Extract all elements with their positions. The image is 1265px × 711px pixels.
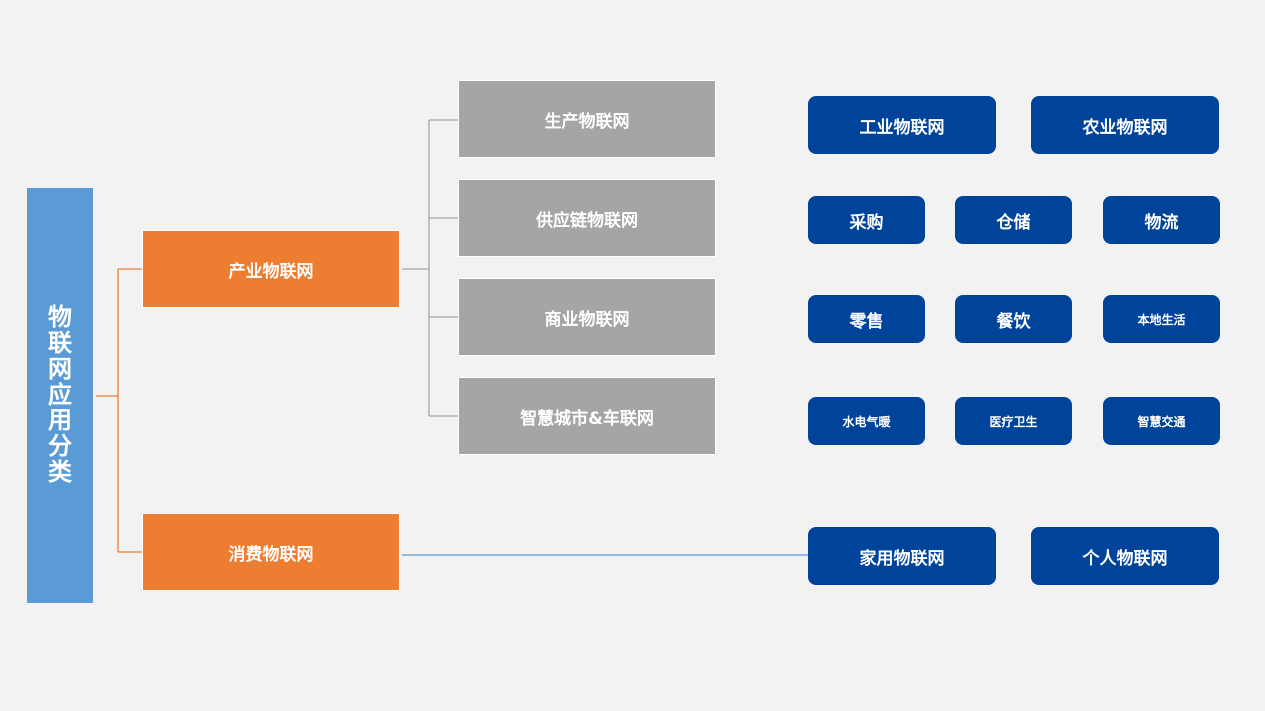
leaf-retail: 零售 (808, 295, 925, 343)
commerce-iot-node: 商业物联网 (458, 278, 716, 356)
leaf-catering: 餐饮 (955, 295, 1072, 343)
industrial-iot-node: 产业物联网 (142, 230, 400, 308)
leaf-home-iot: 家用物联网 (808, 527, 996, 585)
production-iot-node: 生产物联网 (458, 80, 716, 158)
leaf-local-life: 本地生活 (1103, 295, 1220, 343)
consumer-iot-node: 消费物联网 (142, 513, 400, 591)
supply-chain-iot-node: 供应链物联网 (458, 179, 716, 257)
leaf-warehousing: 仓储 (955, 196, 1072, 244)
root-node: 物联网应用分类 (27, 188, 93, 603)
leaf-logistics: 物流 (1103, 196, 1220, 244)
leaf-industrial-iot: 工业物联网 (808, 96, 996, 154)
leaf-smart-transport: 智慧交通 (1103, 397, 1220, 445)
smart-city-iot-node: 智慧城市&车联网 (458, 377, 716, 455)
leaf-utilities: 水电气暖 (808, 397, 925, 445)
leaf-personal-iot: 个人物联网 (1031, 527, 1219, 585)
leaf-procurement: 采购 (808, 196, 925, 244)
leaf-healthcare: 医疗卫生 (955, 397, 1072, 445)
leaf-agricultural-iot: 农业物联网 (1031, 96, 1219, 154)
